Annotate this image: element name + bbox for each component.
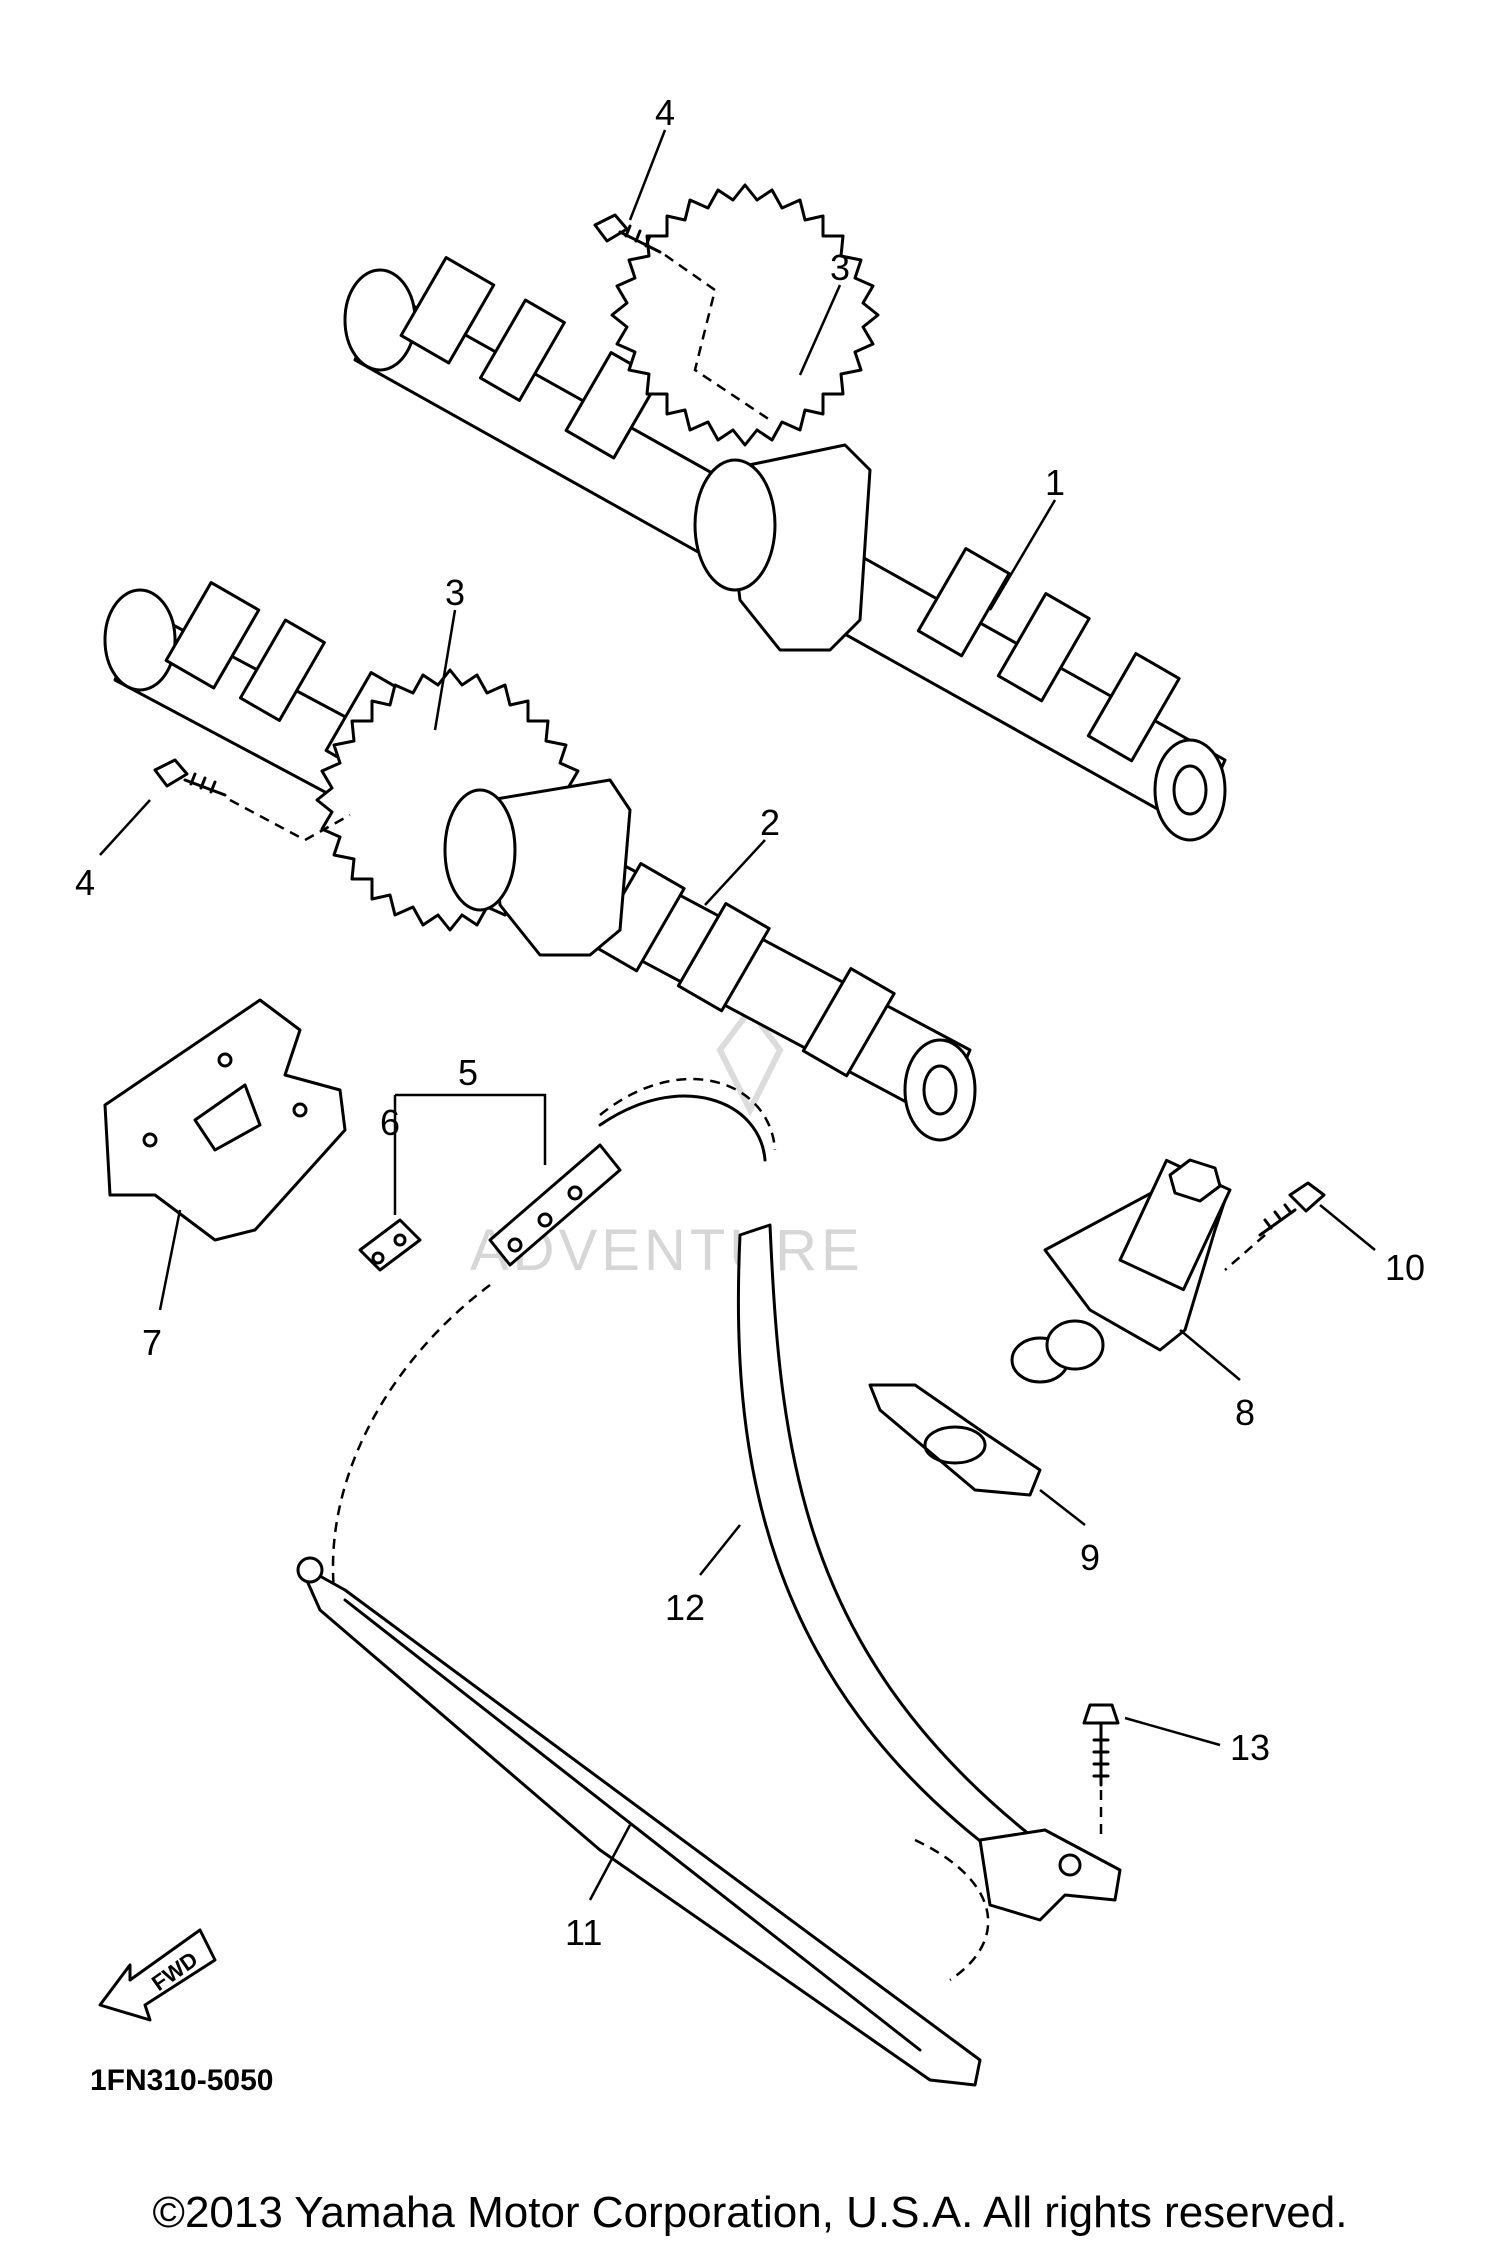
chain-guide-curved	[736, 1223, 1122, 1922]
cam-sprocket-upper	[610, 183, 880, 652]
chain-joint-link	[358, 1218, 422, 1272]
callout-5: 5	[458, 1052, 478, 1093]
callout-3-lower: 3	[445, 572, 465, 613]
copyright-notice: ©2013 Yamaha Motor Corporation, U.S.A. A…	[152, 2188, 1348, 2237]
chain-guide-long	[296, 1556, 982, 2087]
sprocket-bolt-lower	[153, 758, 351, 842]
leader-lines	[99, 129, 1376, 1901]
cam-sprocket-lower	[315, 668, 632, 957]
callout-11: 11	[565, 1912, 602, 1953]
sprocket-bolt-upper	[593, 213, 771, 422]
callout-3-upper: 3	[830, 247, 850, 288]
callout-13: 13	[1230, 1727, 1270, 1768]
tensioner-gasket	[868, 1383, 1042, 1497]
tensioner-bolt	[1258, 1181, 1326, 1237]
cam-chain	[331, 1077, 990, 1982]
callout-6: 6	[380, 1102, 400, 1143]
callout-9: 9	[1080, 1537, 1100, 1578]
callout-1: 1	[1045, 462, 1065, 503]
callout-4-upper: 4	[655, 92, 675, 133]
callout-numbers: 4 3 1 3 2 4 5 6 7 8 9 10 11 12 13	[75, 92, 1425, 1953]
callout-12: 12	[665, 1587, 705, 1628]
callout-7: 7	[142, 1322, 162, 1363]
callout-8: 8	[1235, 1392, 1255, 1433]
callout-2: 2	[760, 802, 780, 843]
callout-4-lower: 4	[75, 862, 95, 903]
diagram-part-code: 1FN310-5050	[90, 2064, 273, 2097]
chain-tensioner	[1010, 1158, 1266, 1384]
chain-guide-top	[103, 998, 347, 1242]
callout-10: 10	[1385, 1247, 1425, 1288]
forward-arrow-icon: FWD	[98, 1928, 217, 2022]
guide-bolt	[1082, 1703, 1120, 1840]
